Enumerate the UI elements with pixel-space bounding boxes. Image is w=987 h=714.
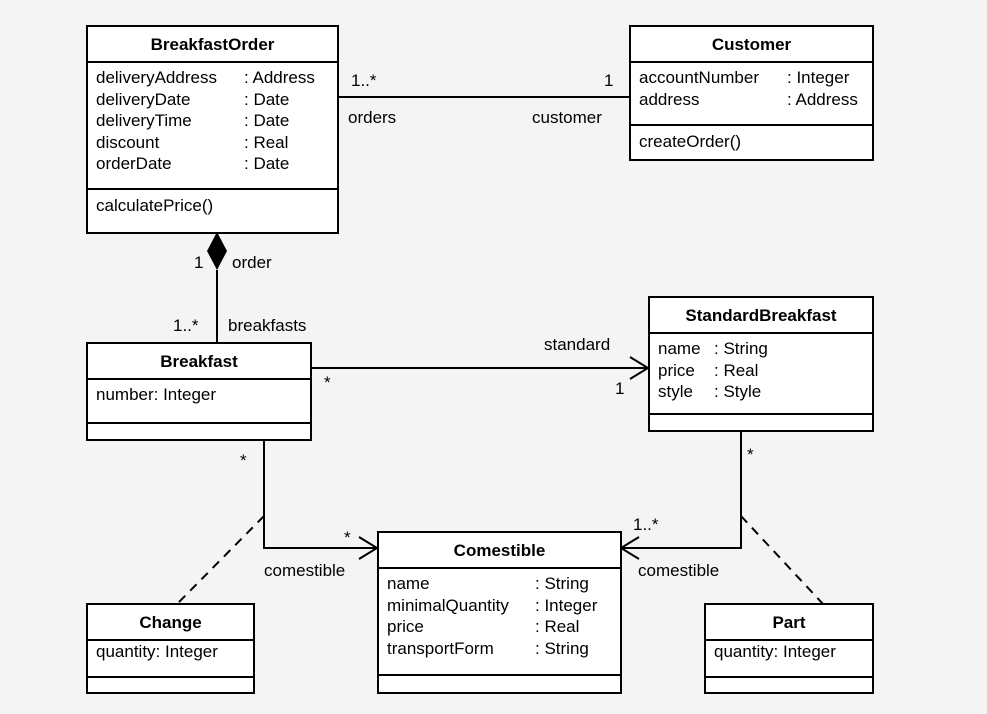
attribute: quantity: Integer bbox=[96, 642, 218, 661]
role-comestible-left: comestible bbox=[264, 561, 346, 580]
multiplicity-orders: 1..* bbox=[351, 71, 377, 90]
attribute: name: String bbox=[658, 339, 768, 358]
operation-compartment: createOrder() bbox=[631, 126, 872, 152]
class-name: Customer bbox=[631, 27, 872, 63]
attribute: style: Style bbox=[658, 382, 762, 401]
multiplicity-comestible-right: 1..* bbox=[633, 515, 659, 534]
attribute: deliveryTime: Date bbox=[96, 111, 290, 130]
operation-compartment bbox=[379, 676, 620, 682]
operation-compartment bbox=[706, 678, 872, 684]
attribute-compartment: name: String price: Real style: Style bbox=[650, 334, 872, 415]
class-change[interactable]: Change quantity: Integer bbox=[86, 603, 255, 694]
attribute: address: Address bbox=[639, 89, 858, 109]
attribute-compartment: name: String minimalQuantity: Integer pr… bbox=[379, 569, 620, 676]
class-name: BreakfastOrder bbox=[88, 27, 337, 63]
operation: calculatePrice() bbox=[96, 196, 214, 215]
attribute-compartment: accountNumber: Integer address: Address bbox=[631, 63, 872, 126]
multiplicity-breakfast-standard: * bbox=[324, 373, 331, 392]
class-customer[interactable]: Customer accountNumber: Integer address:… bbox=[629, 25, 874, 161]
attribute: discount: Real bbox=[96, 132, 289, 152]
attribute-compartment: quantity: Integer bbox=[706, 641, 872, 678]
attribute: price: Real bbox=[658, 360, 759, 380]
class-breakfast[interactable]: Breakfast number: Integer bbox=[86, 342, 312, 441]
multiplicity-comestible-left: * bbox=[344, 528, 351, 547]
association-breakfast-comestible bbox=[263, 441, 377, 549]
class-breakfast-order[interactable]: BreakfastOrder deliveryAddress: Address … bbox=[86, 25, 339, 234]
class-name: Comestible bbox=[379, 533, 620, 569]
multiplicity-standard-comestible: * bbox=[747, 445, 754, 464]
role-customer: customer bbox=[532, 108, 602, 127]
role-orders: orders bbox=[348, 108, 397, 127]
class-name: StandardBreakfast bbox=[650, 298, 872, 334]
class-comestible[interactable]: Comestible name: String minimalQuantity:… bbox=[377, 531, 622, 694]
class-name: Part bbox=[706, 605, 872, 641]
attribute-compartment: quantity: Integer bbox=[88, 641, 253, 678]
attribute: orderDate: Date bbox=[96, 154, 290, 173]
role-order: order bbox=[232, 253, 272, 272]
class-part[interactable]: Part quantity: Integer bbox=[704, 603, 874, 694]
association-class-link-part bbox=[740, 515, 824, 605]
attribute: deliveryAddress: Address bbox=[96, 68, 315, 87]
attribute: accountNumber: Integer bbox=[639, 68, 850, 87]
attribute: quantity: Integer bbox=[714, 642, 836, 661]
operation-compartment bbox=[650, 415, 872, 421]
class-name: Change bbox=[88, 605, 253, 641]
class-standard-breakfast[interactable]: StandardBreakfast name: String price: Re… bbox=[648, 296, 874, 432]
association-class-link-change bbox=[176, 515, 265, 605]
multiplicity-breakfasts: 1..* bbox=[173, 316, 199, 335]
operation-compartment: calculatePrice() bbox=[88, 190, 337, 216]
operation: createOrder() bbox=[639, 132, 742, 151]
attribute-compartment: deliveryAddress: Address deliveryDate: D… bbox=[88, 63, 337, 190]
attribute: transportForm: String bbox=[387, 638, 589, 658]
multiplicity-breakfast-comestible: * bbox=[240, 451, 247, 470]
role-comestible-right: comestible bbox=[638, 561, 720, 580]
class-name: Breakfast bbox=[88, 344, 310, 380]
multiplicity-order: 1 bbox=[194, 253, 204, 272]
attribute: name: String bbox=[387, 574, 589, 593]
composition-diamond bbox=[207, 232, 227, 270]
operation-compartment bbox=[88, 678, 253, 684]
attribute: minimalQuantity: Integer bbox=[387, 595, 598, 615]
multiplicity-customer: 1 bbox=[604, 71, 614, 90]
attribute: number: Integer bbox=[96, 385, 217, 404]
multiplicity-standard: 1 bbox=[615, 379, 625, 398]
role-standard: standard bbox=[544, 335, 611, 354]
attribute-compartment: number: Integer bbox=[88, 380, 310, 424]
association-standard-comestible bbox=[621, 432, 742, 549]
attribute: price: Real bbox=[387, 617, 580, 636]
operation-compartment bbox=[88, 424, 310, 430]
role-breakfasts: breakfasts bbox=[228, 316, 307, 335]
attribute: deliveryDate: Date bbox=[96, 89, 290, 109]
